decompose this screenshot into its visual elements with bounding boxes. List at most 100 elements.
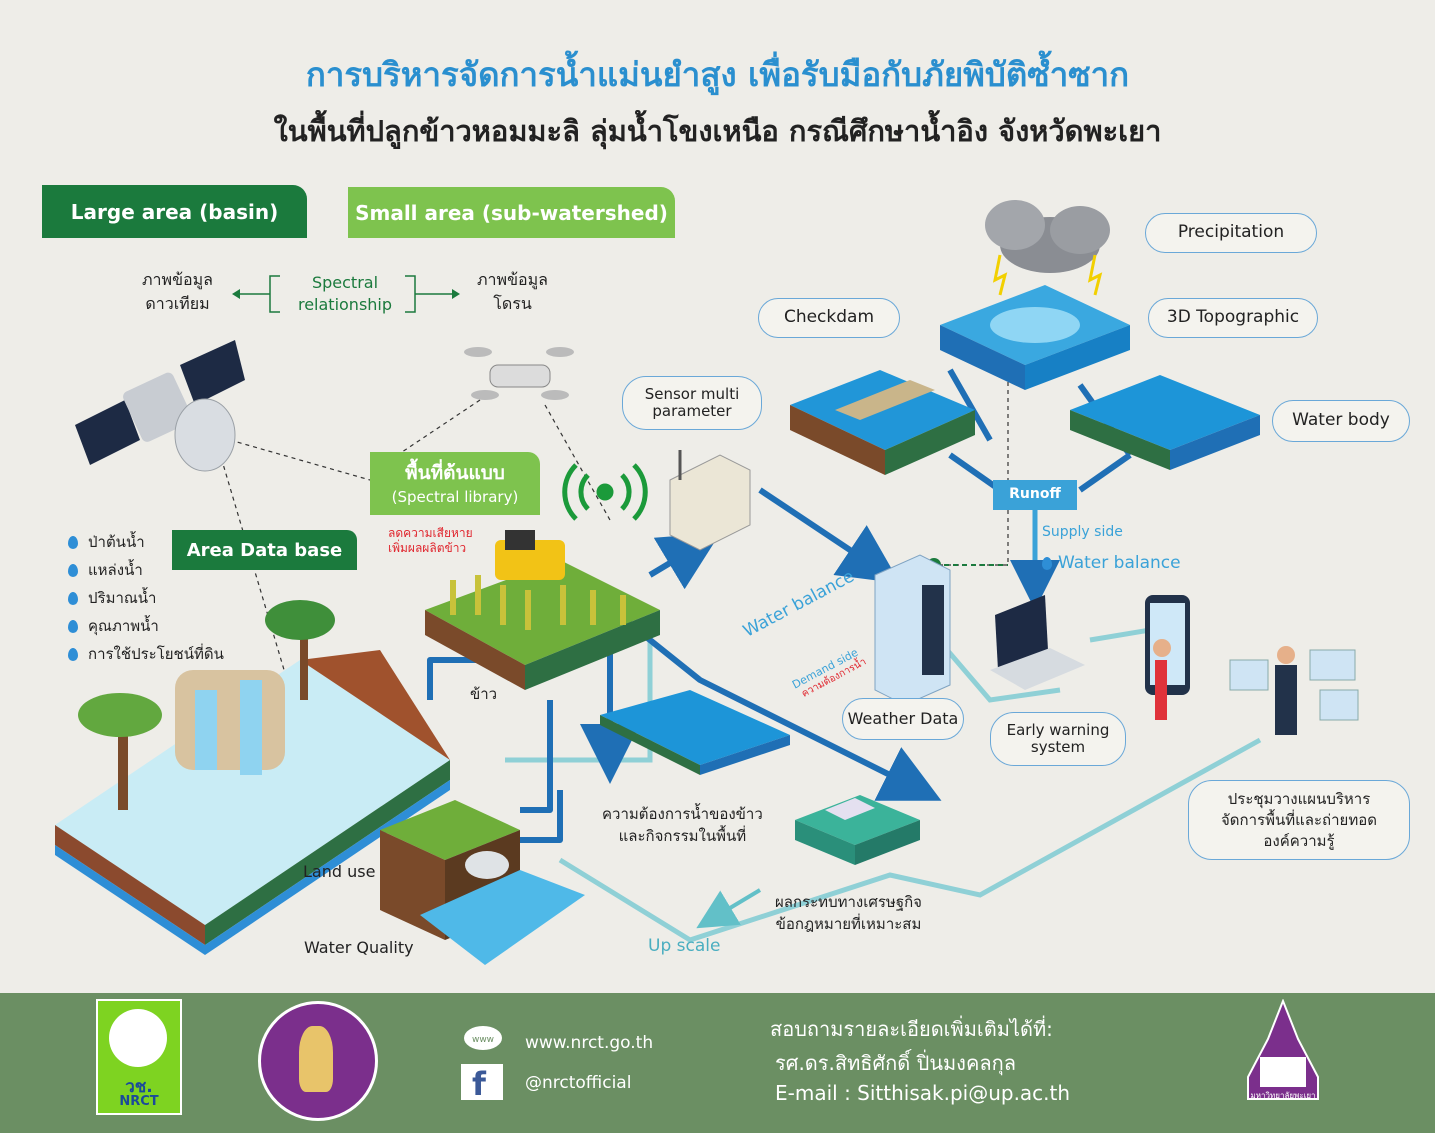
- contact-name: รศ.ดร.สิทธิศักดิ์ ปิ่นมงคลกุล: [775, 1051, 1016, 1075]
- prototype-sub: (Spectral library): [391, 488, 519, 506]
- db-item-label: คุณภาพน้ำ: [88, 617, 159, 635]
- db-item-quantity: ปริมาณน้ำ: [68, 586, 156, 610]
- satellite-data-label: ภาพข้อมูล ดาวเทียม: [130, 268, 225, 316]
- up-logo-text: มหาวิทยาลัยพะเยา: [1250, 1091, 1316, 1100]
- tab-large-area: Large area (basin): [42, 185, 307, 238]
- checkdam-pill: Checkdam: [758, 298, 900, 338]
- drone-data-label: ภาพข้อมูล โดรน: [465, 268, 560, 316]
- drop-icon: [68, 619, 78, 633]
- drone-label-line1: ภาพข้อมูล: [477, 270, 548, 289]
- drain-block: [380, 800, 585, 965]
- drop-icon: [68, 591, 78, 605]
- econ-line1: ผลกระทบทางเศรษฐกิจ: [775, 893, 922, 911]
- topo-block: [940, 285, 1130, 390]
- runoff-label: Runoff: [1009, 486, 1061, 502]
- facebook-icon: f: [461, 1064, 503, 1103]
- water-need-line2: และกิจกรรมในพื้นที่: [618, 826, 747, 845]
- contact-title: สอบถามรายละเอียดเพิ่มเติมได้ที่:: [770, 1017, 1053, 1041]
- laptop-icon: [990, 595, 1085, 690]
- area-database-title: Area Data base: [172, 530, 357, 570]
- econ-blocks-icon: [795, 795, 920, 865]
- globe-www-icon: www: [464, 1026, 502, 1050]
- phone-person-icon: [1145, 595, 1190, 720]
- water-need-label: ความต้องการน้ำของข้าว และกิจกรรมในพื้นที…: [602, 804, 763, 848]
- ews-line2: system: [1030, 738, 1086, 756]
- page-subtitle: ในพื้นที่ปลูกข้าวหอมมะลิ ลุ่มน้ำโขงเหนือ…: [273, 114, 1162, 148]
- meeting-person-icon: [1229, 646, 1359, 735]
- reduce-line1: ลดความเสียหาย: [388, 526, 473, 540]
- water-balance-right-label: Water balance: [1058, 553, 1181, 573]
- db-item-source: แหล่งน้ำ: [68, 558, 143, 582]
- satellite-icon: [75, 340, 245, 472]
- facebook-f-glyph: f: [472, 1065, 486, 1103]
- ews-line1: Early warning: [1006, 720, 1110, 739]
- drop-icon: [1042, 556, 1052, 570]
- meeting-line3: องค์ความรู้: [1263, 831, 1335, 850]
- nrct-emblem: [109, 1009, 167, 1067]
- nrct-logo: วช. NRCT: [96, 999, 182, 1115]
- precipitation-pill: Precipitation: [1145, 213, 1317, 253]
- weather-data-pill: Weather Data: [842, 698, 964, 740]
- checkdam-block: [790, 370, 975, 475]
- prototype-area-box: พื้นที่ต้นแบบ (Spectral library): [370, 452, 540, 515]
- prototype-title: พื้นที่ต้นแบบ: [405, 462, 505, 484]
- nrct-logo-th: วช.: [125, 1077, 153, 1097]
- drone-icon: [464, 347, 574, 400]
- db-item-quality: คุณภาพน้ำ: [68, 614, 159, 638]
- spectral-relationship-label: Spectral relationship: [285, 272, 405, 315]
- footer-bar: วช. NRCT www www.nrct.go.th f @nrctoffic…: [0, 993, 1435, 1133]
- db-item-label: แหล่งน้ำ: [88, 561, 143, 579]
- rain-cloud: [985, 200, 1110, 296]
- water-body-block: [1070, 375, 1260, 470]
- dotted-links: [209, 350, 1009, 691]
- ministry-seal-emblem: [299, 1026, 333, 1092]
- upscale-label: Up scale: [648, 936, 721, 956]
- page-title: การบริหารจัดการน้ำแม่นยำสูง เพื่อรับมือก…: [305, 55, 1130, 94]
- water-quality-label: Water Quality: [304, 938, 414, 957]
- reduce-line2: เพิ่มผลผลิตข้าว: [388, 541, 467, 555]
- econ-line2: ข้อกฎหมายที่เหมาะสม: [775, 914, 922, 933]
- rice-label: ข้าว: [470, 685, 498, 703]
- nrct-logo-en: NRCT: [119, 1094, 159, 1109]
- meeting-line2: จัดการพื้นที่และถ่ายทอด: [1221, 810, 1377, 829]
- meeting-pill: ประชุมวางแผนบริหาร จัดการพื้นที่และถ่ายท…: [1188, 780, 1410, 860]
- website-link[interactable]: www.nrct.go.th: [525, 1033, 654, 1053]
- river-block: [55, 650, 450, 955]
- db-item-label: ปริมาณน้ำ: [88, 589, 157, 607]
- rice-field-block: [425, 530, 660, 690]
- trees: [78, 600, 335, 810]
- ministry-seal: [258, 1001, 378, 1121]
- drop-icon: [68, 647, 78, 661]
- waterfall: [175, 670, 285, 775]
- db-item-forest: ป่าต้นน้ำ: [68, 530, 145, 554]
- sensor-pill: Sensor multi parameter: [622, 376, 762, 430]
- reduce-damage-label: ลดความเสียหาย เพิ่มผลผลิตข้าว: [388, 526, 473, 556]
- db-item-label: ป่าต้นน้ำ: [88, 533, 145, 551]
- water-need-line1: ความต้องการน้ำของข้าว: [602, 805, 763, 823]
- land-use-label: Land use: [303, 862, 376, 881]
- tab-small-area: Small area (sub-watershed): [348, 187, 675, 238]
- signal-icon: [562, 463, 648, 521]
- supply-side-label: Supply side: [1042, 524, 1123, 540]
- water-balance-right: Water balance: [1042, 553, 1181, 573]
- sensor-line1: Sensor multi: [644, 384, 740, 403]
- topographic-pill: 3D Topographic: [1148, 298, 1318, 338]
- early-warning-pill: Early warning system: [990, 712, 1126, 766]
- server-icon: [874, 554, 951, 706]
- drop-icon: [68, 535, 78, 549]
- svg-text:www: www: [472, 1035, 494, 1045]
- spectral-line2: relationship: [297, 294, 393, 314]
- meeting-line1: ประชุมวางแผนบริหาร: [1227, 789, 1371, 808]
- contact-email[interactable]: E-mail : Sitthisak.pi@up.ac.th: [775, 1081, 1071, 1105]
- satellite-label-line2: ดาวเทียม: [145, 294, 210, 313]
- runoff-box: [993, 480, 1077, 510]
- drop-icon: [68, 563, 78, 577]
- economic-impact-label: ผลกระทบทางเศรษฐกิจ ข้อกฎหมายที่เหมาะสม: [775, 892, 922, 936]
- db-item-landuse: การใช้ประโยชน์ที่ดิน: [68, 642, 224, 666]
- sensor-line2: parameter: [652, 402, 732, 420]
- up-logo-shape: [1247, 998, 1319, 1100]
- facebook-link[interactable]: @nrctofficial: [525, 1073, 632, 1093]
- spectral-brackets: [232, 275, 460, 313]
- water-tile-mid: [600, 690, 790, 775]
